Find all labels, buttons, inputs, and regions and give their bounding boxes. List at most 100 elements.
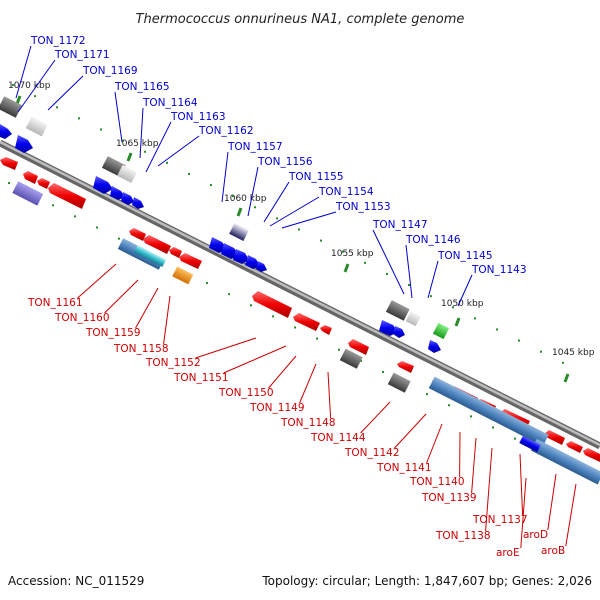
track-dot (540, 350, 542, 353)
track-dot (228, 293, 230, 296)
topology-text: Topology: circular; Length: 1,847,607 bp… (261, 574, 592, 588)
leader-line (247, 166, 259, 217)
leader-line (47, 75, 84, 111)
gene-label: TON_1149 (249, 402, 305, 414)
gene-arrow (143, 235, 171, 254)
gene-arrow (169, 247, 182, 258)
track-dot (122, 139, 124, 142)
gene-arrow (0, 124, 12, 139)
gene-label: TON_1144 (310, 432, 366, 444)
track-dot (144, 150, 146, 153)
tick-label: 1070 kbp (8, 81, 51, 91)
track-dot (12, 84, 14, 87)
track-dot (232, 195, 234, 198)
leader-line (263, 181, 290, 223)
gene-label: TON_1139 (421, 492, 477, 504)
leader-line (427, 260, 439, 299)
gene-box (133, 245, 167, 267)
leader-line (565, 483, 577, 547)
gene-arrow (583, 448, 600, 462)
tick-1060 (236, 207, 243, 217)
track-dot (338, 348, 340, 351)
gene-label: TON_1138 (435, 530, 491, 542)
track-dot (452, 306, 454, 309)
track-dot (272, 315, 274, 318)
gene-arrow (93, 176, 113, 194)
leader-line (394, 413, 427, 449)
gene-label: TON_1137 (472, 514, 528, 526)
track-dot (382, 370, 384, 373)
track-dot (78, 117, 80, 120)
track-dot (342, 250, 344, 253)
gene-arrow (379, 320, 398, 336)
tick-1050 (454, 317, 461, 327)
track-dot (320, 239, 322, 242)
track-dot (316, 337, 318, 340)
track-dot (8, 182, 10, 185)
leader-line (135, 287, 159, 329)
gene-label: aroB (541, 545, 565, 557)
gene-arrow (544, 430, 565, 445)
leader-line (17, 59, 56, 113)
gene-label: TON_1162 (198, 125, 254, 137)
track-dot (518, 339, 520, 342)
gene-box (387, 372, 411, 393)
gene-box (405, 311, 421, 327)
gene-box (339, 348, 363, 369)
gene-arrow (566, 441, 583, 453)
leader-line (519, 453, 524, 516)
gene-label: TON_1165 (114, 81, 170, 93)
track-dot (514, 437, 516, 440)
gene-box (172, 266, 194, 285)
gene-label: TON_1153 (335, 201, 391, 213)
track-dot (386, 272, 388, 275)
gene-label: TON_1164 (142, 97, 198, 109)
leader-line (195, 337, 257, 359)
gene-label: TON_1147 (372, 219, 428, 231)
gene-arrow (320, 325, 332, 335)
track-dot (34, 95, 36, 98)
leader-line (157, 135, 200, 167)
gene-arrow (48, 183, 86, 209)
gene-label: TON_1156 (257, 156, 313, 168)
gene-box (12, 181, 44, 206)
gene-label: TON_1155 (288, 171, 344, 183)
gene-arrow (397, 361, 414, 373)
gene-label: aroD (523, 529, 548, 541)
gene-label: TON_1141 (376, 462, 432, 474)
tick-1055 (343, 263, 350, 273)
tick-label: 1065 kbp (116, 139, 159, 149)
leader-line (485, 447, 493, 532)
track-dot (118, 237, 120, 240)
gene-arrow (179, 253, 202, 269)
leader-line (15, 45, 32, 99)
track-dot (298, 228, 300, 231)
accession-text: Accession: NC_011529 (8, 574, 144, 588)
track-dot (496, 328, 498, 331)
leader-line (104, 279, 139, 314)
track-dot (470, 415, 472, 418)
gene-arrow (348, 339, 369, 355)
gene-arrow (252, 291, 292, 318)
genome-backbone-highlight (0, 140, 600, 447)
gene-arrow (37, 178, 50, 189)
track-dot (250, 304, 252, 307)
gene-arrow (132, 197, 144, 209)
gene-label: TON_1151 (173, 372, 229, 384)
gene-box (385, 300, 410, 321)
track-dot (210, 184, 212, 187)
leader-line (221, 151, 229, 203)
track-dot (96, 226, 98, 229)
gene-box (432, 322, 450, 340)
gene-label: TON_1158 (113, 343, 169, 355)
gene-box (25, 116, 48, 137)
gene-label: TON_1169 (82, 65, 138, 77)
gene-label: TON_1172 (30, 35, 86, 47)
gene-label: aroE (496, 547, 520, 559)
tick-label: 1050 kbp (441, 299, 484, 309)
leader-line (547, 473, 557, 531)
leader-line (299, 363, 317, 404)
track-dot (360, 359, 362, 362)
